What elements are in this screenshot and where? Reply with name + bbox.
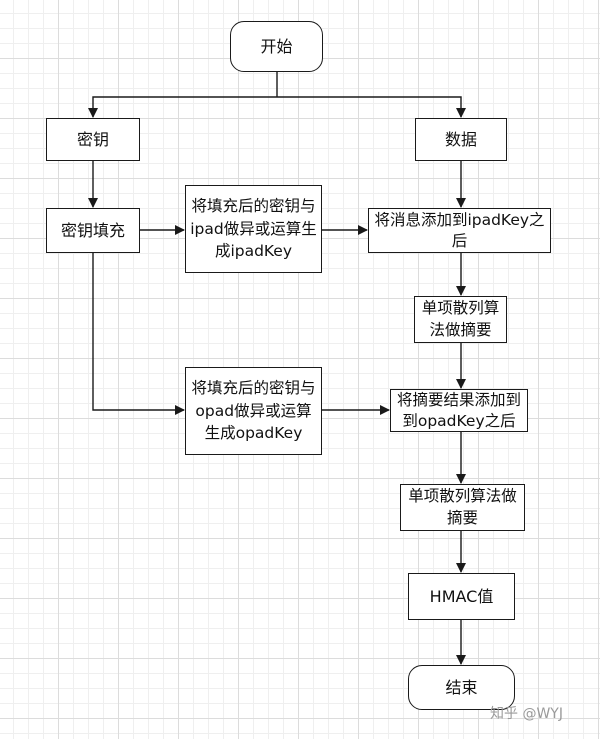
data-node: 数据 xyxy=(415,118,507,161)
hash-digest-2-node: 单项散列算法做 摘要 xyxy=(400,484,525,531)
start-node: 开始 xyxy=(230,21,323,72)
hash-digest-2-label: 单项散列算法做 摘要 xyxy=(408,486,517,527)
watermark-text: 知乎 @WYJ xyxy=(490,706,563,722)
end-node: 结束 xyxy=(408,665,515,710)
key-pad-node: 密钥填充 xyxy=(46,208,140,253)
end-label: 结束 xyxy=(445,677,478,697)
append-digest-label: 将摘要结果添加到 到opadKey之后 xyxy=(396,390,521,430)
hash-digest-1-node: 单项散列算 法做摘要 xyxy=(414,296,507,343)
hmac-label: HMAC值 xyxy=(429,586,494,606)
data-label: 数据 xyxy=(444,129,477,149)
xor-opad-node: 将填充后的密钥与 opad做异或运算 生成opadKey xyxy=(185,367,322,455)
start-label: 开始 xyxy=(260,36,293,56)
append-digest-node: 将摘要结果添加到 到opadKey之后 xyxy=(390,389,528,432)
key-label: 密钥 xyxy=(76,129,109,149)
append-message-node: 将消息添加到ipadKey之 后 xyxy=(368,208,551,253)
xor-ipad-node: 将填充后的密钥与 ipad做异或运算生 成ipadKey xyxy=(185,185,322,273)
connector-split-key xyxy=(88,96,277,118)
xor-ipad-label: 将填充后的密钥与 ipad做异或运算生 成ipadKey xyxy=(190,197,317,261)
key-pad-label: 密钥填充 xyxy=(60,220,125,240)
connector-keypad-xoropad xyxy=(92,253,185,415)
connector-split-data xyxy=(277,96,466,118)
append-message-label: 将消息添加到ipadKey之 后 xyxy=(374,210,545,250)
key-node: 密钥 xyxy=(46,118,140,161)
xor-opad-label: 将填充后的密钥与 opad做异或运算 生成opadKey xyxy=(191,379,316,443)
hash-digest-1-label: 单项散列算 法做摘要 xyxy=(421,298,500,339)
hmac-node: HMAC值 xyxy=(408,573,515,620)
